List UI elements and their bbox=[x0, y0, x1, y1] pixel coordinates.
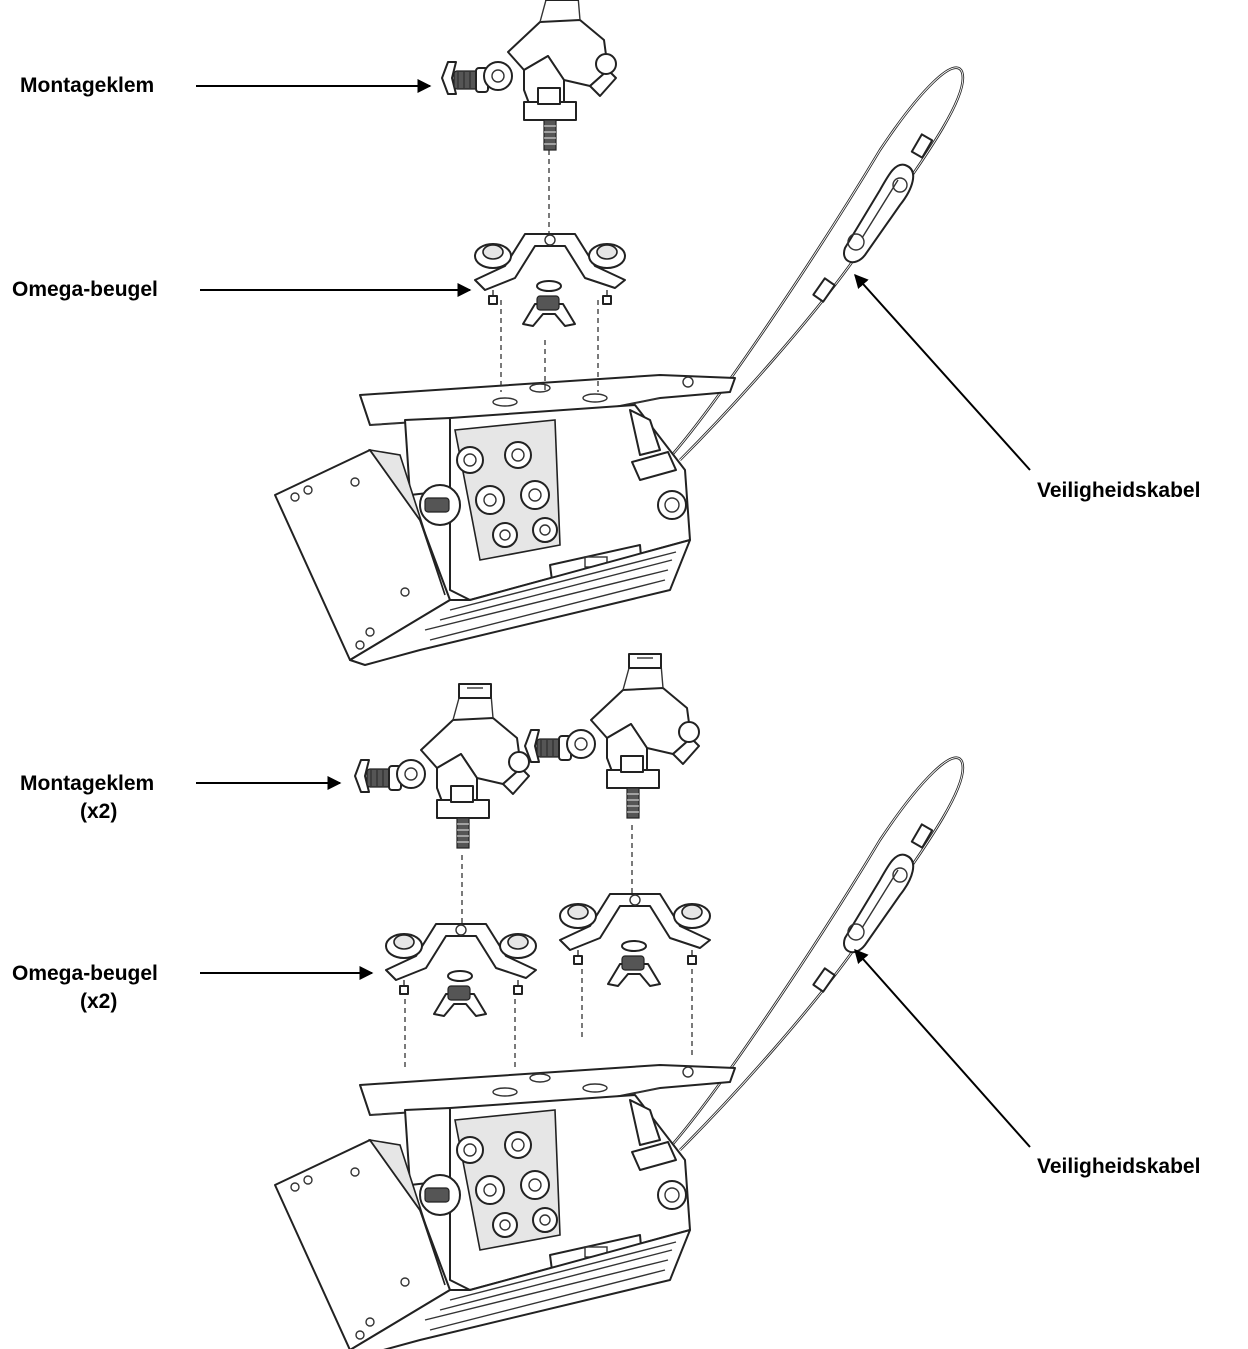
top-labels: Montageklem Omega-beugel Veiligheidskabe… bbox=[12, 74, 1200, 502]
bottom-cable-arrow bbox=[854, 948, 1031, 1148]
top-cable-arrow bbox=[854, 273, 1031, 471]
bottom-cable-label: Veiligheidskabel bbox=[1037, 1155, 1200, 1178]
top-safety-cable-drawing bbox=[670, 66, 965, 462]
bottom-omega-bracket-1-drawing bbox=[385, 923, 537, 1017]
top-clamp-label: Montageklem bbox=[20, 74, 154, 97]
bottom-mounting-clamp-1-drawing bbox=[354, 683, 530, 849]
top-mounting-clamp-drawing bbox=[441, 0, 617, 151]
top-bracket-label: Omega-beugel bbox=[12, 278, 158, 301]
top-omega-bracket-drawing bbox=[474, 233, 626, 327]
top-assembly bbox=[274, 0, 965, 666]
bottom-assembly bbox=[274, 653, 965, 1349]
bottom-fixture-drawing bbox=[274, 1064, 736, 1349]
bottom-clamp-label-line1: Montageklem bbox=[20, 772, 154, 795]
top-cable-label: Veiligheidskabel bbox=[1037, 479, 1200, 502]
bottom-bracket-label-line1: Omega-beugel bbox=[12, 962, 158, 985]
bottom-labels: Montageklem (x2) Omega-beugel (x2) Veili… bbox=[12, 772, 1200, 1178]
bottom-safety-cable-drawing bbox=[670, 756, 965, 1152]
bottom-clamp-label-line2: (x2) bbox=[80, 800, 117, 823]
bottom-bracket-label-line2: (x2) bbox=[80, 990, 117, 1013]
bottom-mounting-clamp-2-drawing bbox=[524, 653, 700, 819]
top-fixture-drawing bbox=[274, 374, 736, 666]
